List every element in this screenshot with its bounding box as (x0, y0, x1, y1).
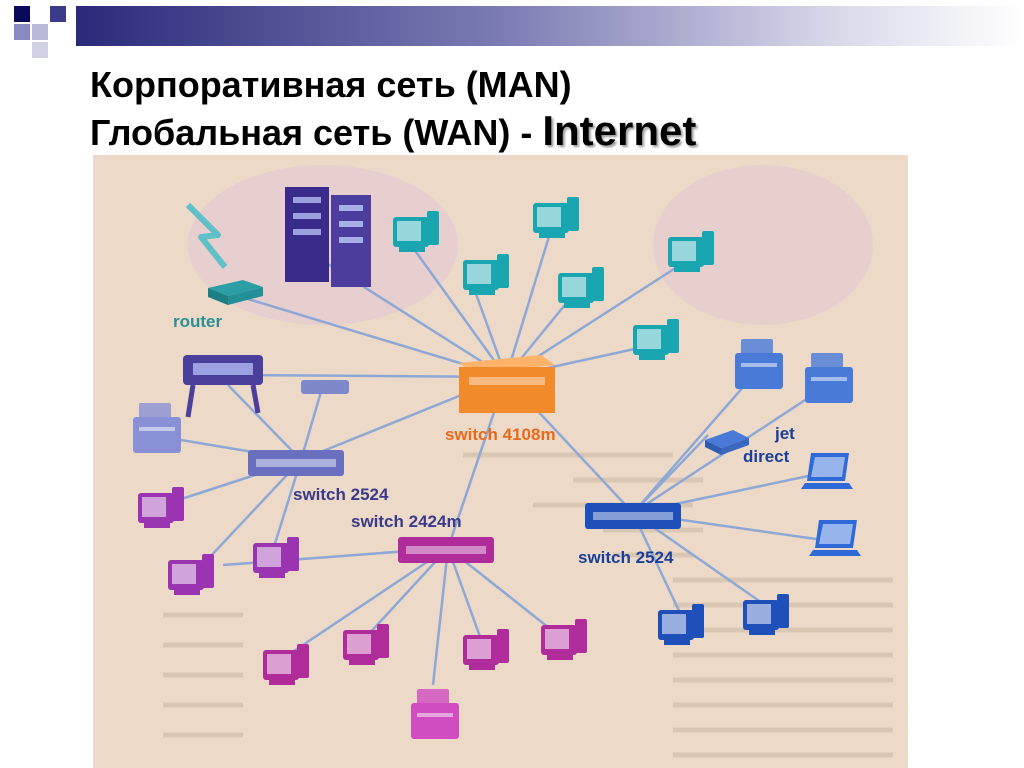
plotter-icon (183, 355, 263, 418)
jet-direct-label-2: direct (743, 447, 790, 466)
slide-title: Корпоративная сеть (MAN) Глобальная сеть… (90, 62, 990, 156)
jet-direct-label-1: jet (774, 424, 795, 443)
router-label: router (173, 312, 223, 331)
title-line-2-prefix: Глобальная сеть (WAN) - (90, 112, 543, 153)
switch-core-icon (459, 355, 555, 413)
switch-left-icon (248, 450, 344, 476)
jet-direct-icon (705, 430, 749, 455)
title-gradient-bar (76, 6, 1024, 46)
switch-core-label: switch 4108m (445, 425, 556, 444)
switch-left-label: switch 2524 (293, 485, 389, 504)
background-blob-2 (653, 165, 873, 325)
network-diagram: router switch 4108m switch 2524 (93, 155, 908, 768)
title-line-2: Глобальная сеть (WAN) - Internet (90, 108, 990, 156)
title-line-1: Корпоративная сеть (MAN) (90, 64, 572, 105)
hub-icon (301, 380, 349, 394)
router-icon (208, 280, 263, 305)
lightning-icon (185, 202, 228, 269)
switch-mid-label: switch 2424m (351, 512, 462, 531)
server-rack-icon (285, 187, 371, 287)
switch-right-icon (585, 503, 681, 529)
switch-right-label: switch 2524 (578, 548, 674, 567)
corner-decoration (0, 0, 80, 60)
title-internet-emphasis: Internet (542, 107, 697, 154)
switch-mid-icon (398, 537, 494, 563)
